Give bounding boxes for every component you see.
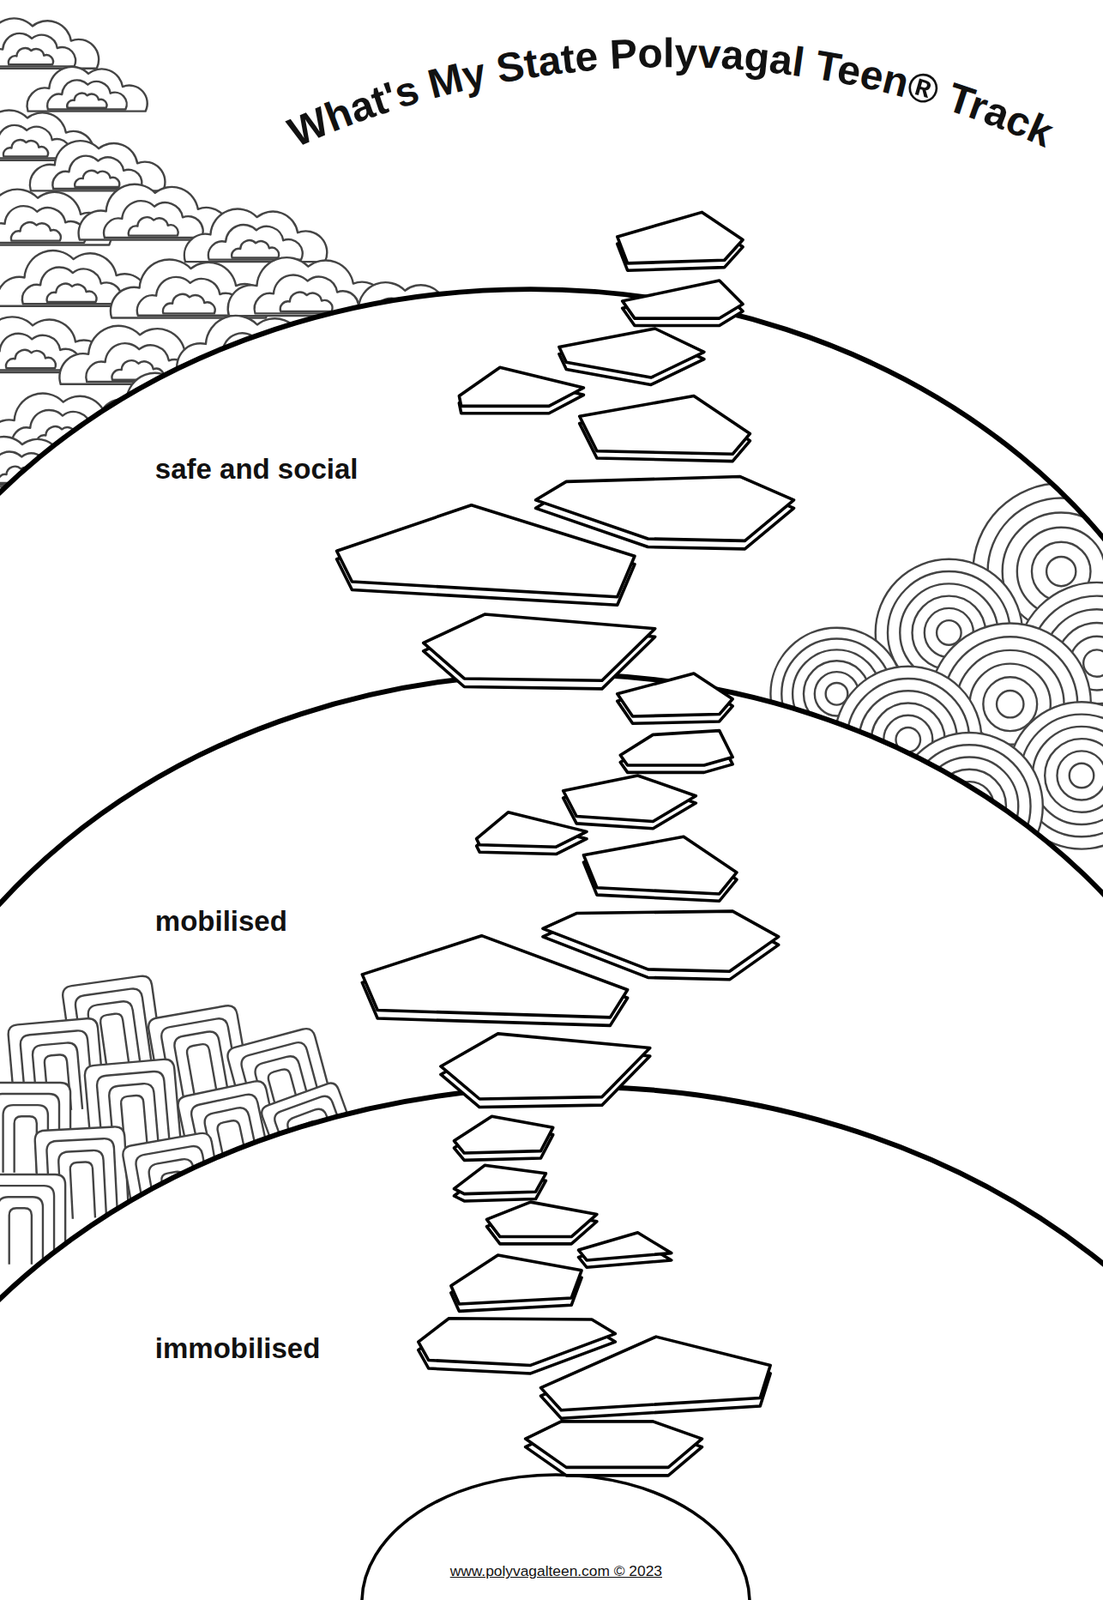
stepping-stone [486,1201,597,1244]
stepping-stone [617,673,733,724]
stepping-stone [583,836,736,901]
mound-outline [356,1469,755,1600]
state-label: mobilised [155,904,288,939]
stepping-stone [451,1254,582,1311]
square-spiral-pattern [0,974,363,1264]
stepping-stone [453,1164,546,1201]
band-outline [0,1086,1103,1600]
stepping-stone [617,211,743,271]
rainbow-pattern [726,482,1103,898]
stepping-stone [563,775,697,829]
stepping-stone [476,812,587,855]
state-label: immobilised [155,1331,321,1366]
stepping-stone [542,910,779,980]
stepping-stone [541,1336,772,1418]
stepping-stone [525,1421,703,1476]
title-layer: What's My State Polyvagal Teen® Track [0,0,1103,224]
stepping-stone [579,395,751,461]
stepping-stone [337,505,635,606]
stepping-stone [440,1033,651,1108]
stepping-stone [620,730,733,773]
footer-text: www.polyvagalteen.com © 2023 [356,1561,755,1580]
title-text-path: What's My State Polyvagal Teen® Track [281,30,1061,156]
footer-mound: www.polyvagalteen.com © 2023 [356,1469,755,1600]
mound-outline [361,1474,750,1600]
stepping-stone [453,1115,553,1160]
title-text: What's My State Polyvagal Teen® Track [281,30,1061,156]
band-outline [0,289,1103,911]
stepping-stone [458,367,584,414]
stepping-stone [423,614,656,689]
stepping-stone [578,1232,672,1267]
state-label: safe and social [155,452,359,487]
band-outline [0,673,1103,1303]
stepping-stone [559,328,705,385]
ground-arc-pattern [0,1482,1103,1600]
stepping-stone [622,280,743,326]
stepping-stone [418,1318,616,1374]
stepping-stone [361,935,627,1026]
ground-arc-pattern-clip [0,1482,1103,1600]
